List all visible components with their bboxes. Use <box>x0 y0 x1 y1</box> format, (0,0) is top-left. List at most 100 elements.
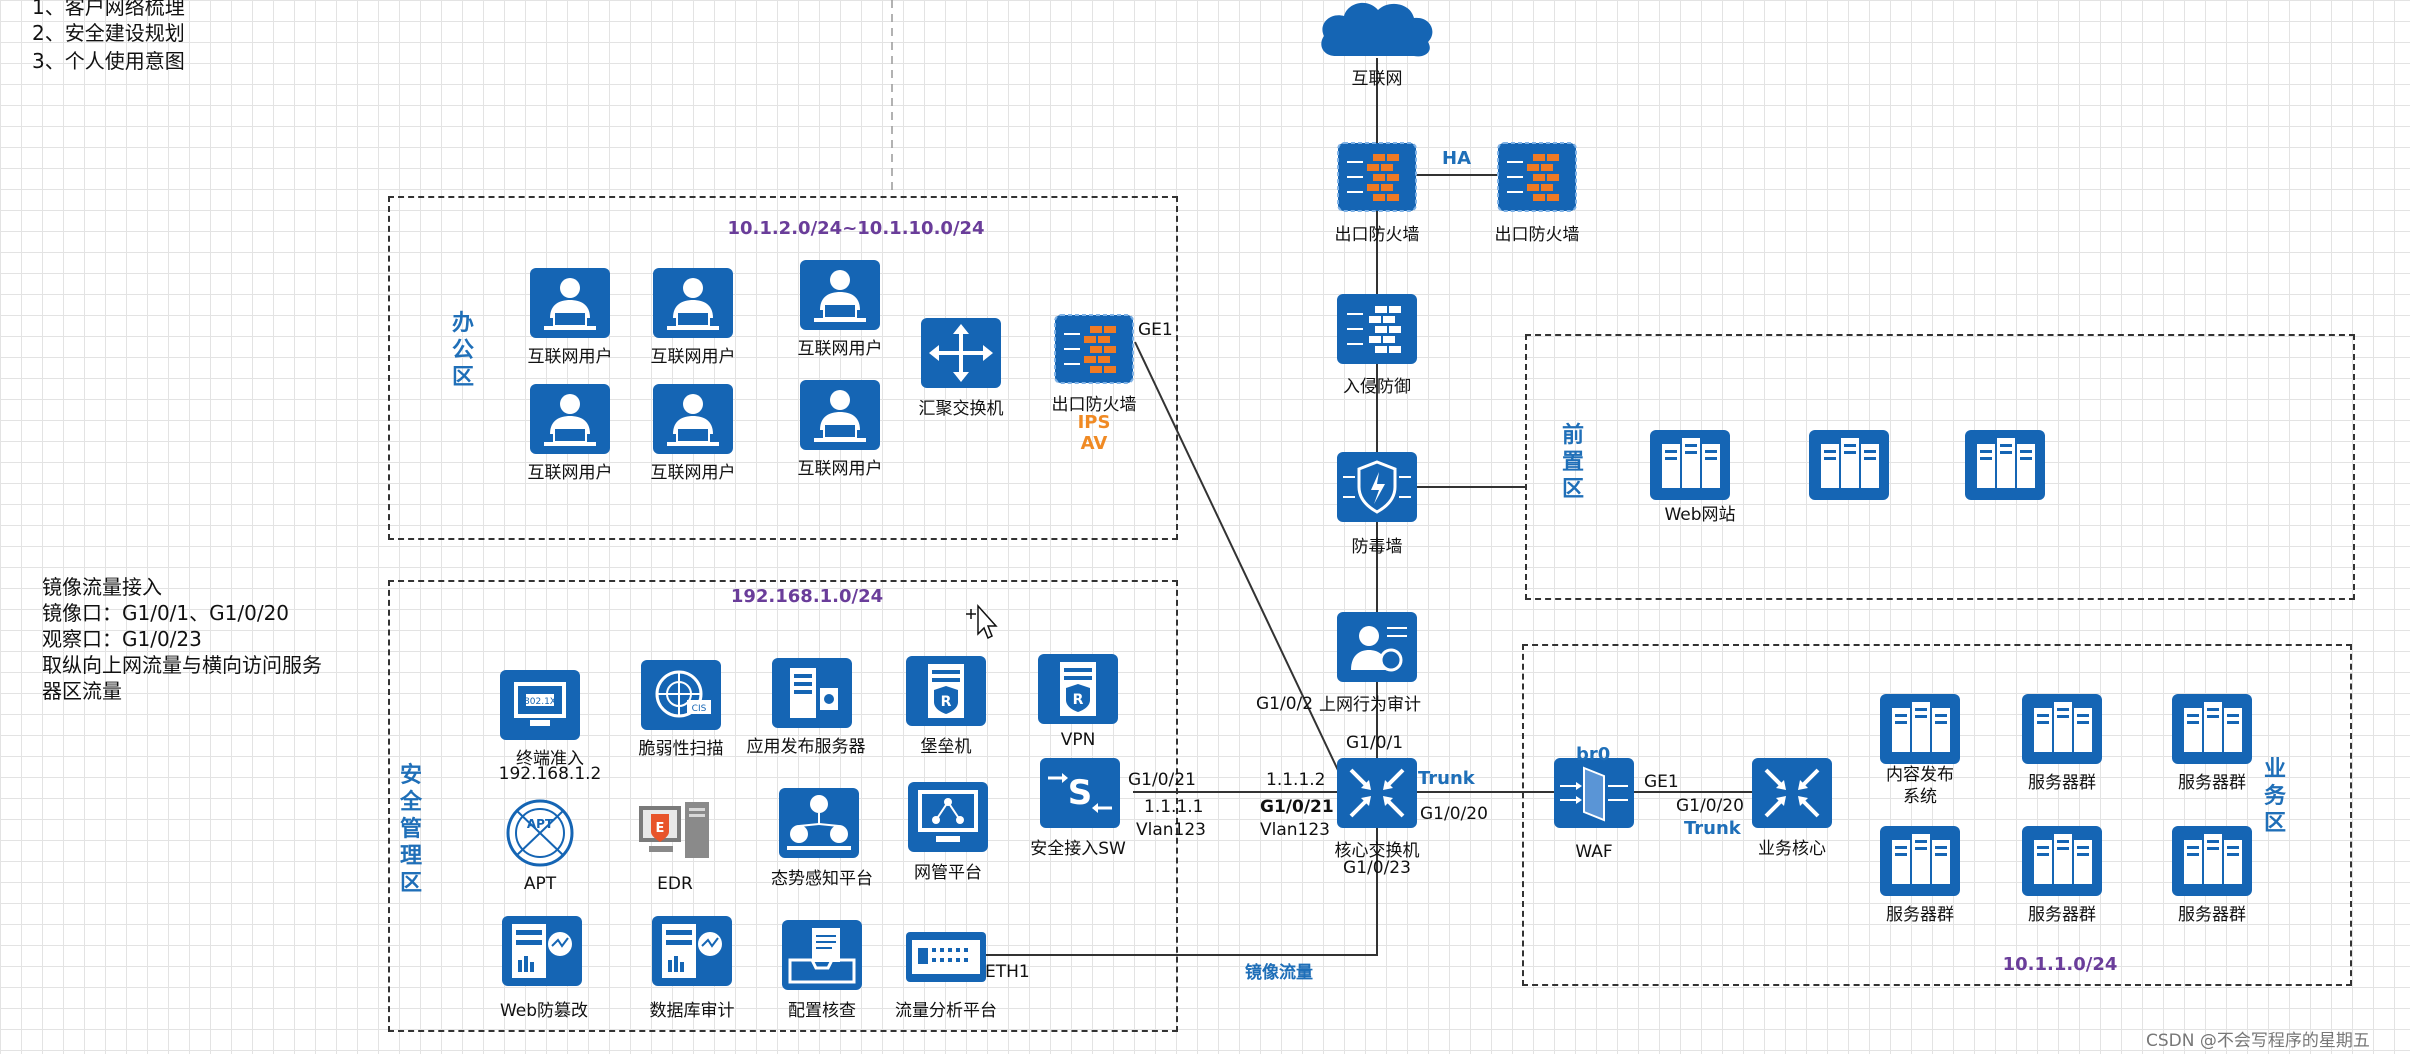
mirror-flow-label: 镜像流量 <box>1245 963 1313 983</box>
apt-label: APT <box>523 874 557 894</box>
nms-icon[interactable] <box>908 782 988 852</box>
front-server-icon-3[interactable] <box>1965 430 2045 500</box>
vuln-scan-label: 脆弱性扫描 <box>638 739 724 759</box>
sec-switch-icon[interactable]: S <box>1040 758 1120 828</box>
config-check-icon[interactable] <box>782 920 862 990</box>
mirror-note-2: 镜像口：G1/0/1、G1/0/20 <box>42 601 290 625</box>
sw-ip-label: 1.1.1.1 <box>1144 797 1204 817</box>
db-audit-icon[interactable] <box>652 916 732 986</box>
br0-label: br0 <box>1576 744 1611 765</box>
user-terminal-icon-5[interactable] <box>653 384 733 454</box>
nac-ip-label: 192.168.1.2 <box>498 764 602 784</box>
server-group-icon-5[interactable] <box>2172 826 2252 896</box>
agg-switch-label: 汇聚交换机 <box>918 399 1004 419</box>
app-server-icon[interactable] <box>772 658 852 728</box>
user-audit-icon[interactable] <box>1337 612 1417 682</box>
waf-ge1-label: GE1 <box>1644 772 1679 792</box>
note-line-3: 3、个人使用意图 <box>32 49 185 73</box>
biz-core-label: 业务核心 <box>1758 839 1826 859</box>
server-group-label-5: 服务器群 <box>2178 905 2246 925</box>
core-switch-label: 核心交换机 <box>1334 841 1420 861</box>
user-label-3: 互联网用户 <box>797 339 883 359</box>
server-group-icon-3[interactable] <box>1880 826 1960 896</box>
situation-icon[interactable] <box>779 788 859 858</box>
user-terminal-icon-1[interactable] <box>530 268 610 338</box>
server-group-label-1: 服务器群 <box>2028 773 2096 793</box>
office-fw-av: AV <box>1080 433 1108 454</box>
note-line-1: 1、客户网络梳理 <box>32 0 185 19</box>
port-g1-0-23: G1/0/23 <box>1343 858 1411 878</box>
fw-main-label: 出口防火墙 <box>1334 225 1420 245</box>
mirror-note-3: 观察口：G1/0/23 <box>42 627 202 651</box>
flow-analysis-label: 流量分析平台 <box>895 1001 997 1021</box>
user-terminal-icon-3[interactable] <box>800 260 880 330</box>
svg-text:R: R <box>941 694 952 710</box>
office-firewall-icon[interactable] <box>1054 314 1134 384</box>
link-officefw-core <box>1134 341 1346 786</box>
zone-security-name: 安全管理区 <box>399 763 422 896</box>
nac-label: 终端准入 <box>516 749 584 769</box>
biz-core-switch-icon[interactable] <box>1752 758 1832 828</box>
user-terminal-icon-4[interactable] <box>530 384 610 454</box>
firewall-backup-icon[interactable] <box>1497 142 1577 212</box>
port-g1-0-2: G1/0/2 <box>1256 694 1314 714</box>
fw-backup-label: 出口防火墙 <box>1494 225 1580 245</box>
move-cursor-icon <box>966 604 998 640</box>
zone-office <box>388 196 1178 540</box>
web-server-icon[interactable] <box>1650 430 1730 500</box>
vpn-icon[interactable]: R <box>1038 654 1118 724</box>
edr-label: EDR <box>657 874 693 894</box>
front-server-icon-2[interactable] <box>1809 430 1889 500</box>
core-port-label: G1/0/21 <box>1260 797 1334 817</box>
svg-text:S: S <box>1068 773 1093 813</box>
zone-security <box>388 580 1178 1032</box>
app-server-label: 应用发布服务器 <box>746 737 866 757</box>
user-label-2: 互联网用户 <box>650 347 736 367</box>
flow-analysis-icon[interactable] <box>906 922 986 992</box>
situation-label: 态势感知平台 <box>771 869 873 889</box>
svg-text:802.1X: 802.1X <box>524 697 556 707</box>
apt-icon[interactable]: APT <box>500 798 580 868</box>
core-switch-icon[interactable] <box>1337 758 1417 828</box>
user-label-6: 互联网用户 <box>797 459 883 479</box>
ips-icon[interactable] <box>1337 294 1417 364</box>
nac-icon[interactable]: 802.1X <box>500 670 580 740</box>
switch-icon[interactable] <box>921 318 1001 388</box>
server-group-label-2: 服务器群 <box>2178 773 2246 793</box>
svg-text:R: R <box>1073 692 1084 708</box>
sec-sw-label: 安全接入SW <box>1030 839 1126 859</box>
office-fw-label: 出口防火墙 <box>1051 395 1137 415</box>
user-label-5: 互联网用户 <box>650 463 736 483</box>
server-group-icon-2[interactable] <box>2172 694 2252 764</box>
user-terminal-icon-6[interactable] <box>800 380 880 450</box>
subnet-office: 10.1.2.0/24~10.1.10.0/24 <box>727 218 985 239</box>
core-vlan-label: Vlan123 <box>1260 820 1330 840</box>
zone-business-name: 业务区 <box>2263 757 2286 836</box>
web-tamper-label: Web防篡改 <box>499 1001 589 1021</box>
user-terminal-icon-2[interactable] <box>653 268 733 338</box>
note-line-2: 2、安全建设规划 <box>32 21 185 45</box>
shield-icon[interactable] <box>1337 452 1417 522</box>
bastion-icon[interactable]: R <box>906 656 986 726</box>
firewall-icon[interactable] <box>1337 142 1417 212</box>
server-group-label-4: 服务器群 <box>2028 905 2096 925</box>
antivirus-label: 防毒墙 <box>1351 537 1403 557</box>
waf-icon[interactable] <box>1554 758 1634 828</box>
edr-icon[interactable]: E <box>635 796 715 866</box>
vpn-label: VPN <box>1060 730 1096 750</box>
svg-text:CIS: CIS <box>692 704 707 714</box>
web-site-label: Web网站 <box>1664 505 1736 525</box>
server-group-icon-4[interactable] <box>2022 826 2102 896</box>
web-tamper-icon[interactable] <box>502 916 582 986</box>
server-group-icon-1[interactable] <box>2022 694 2102 764</box>
waf-label: WAF <box>1575 842 1613 862</box>
eth1-label: ETH1 <box>985 962 1030 982</box>
core-ip-label: 1.1.1.2 <box>1266 770 1326 790</box>
vuln-scan-icon[interactable]: CIS <box>641 660 721 730</box>
mirror-note-5: 器区流量 <box>42 679 122 703</box>
content-pub-label-2: 系统 <box>1903 787 1937 807</box>
svg-text:E: E <box>656 821 665 836</box>
svg-text:APT: APT <box>527 817 554 831</box>
content-pub-server-icon[interactable] <box>1880 694 1960 764</box>
zone-business <box>1522 644 2352 986</box>
